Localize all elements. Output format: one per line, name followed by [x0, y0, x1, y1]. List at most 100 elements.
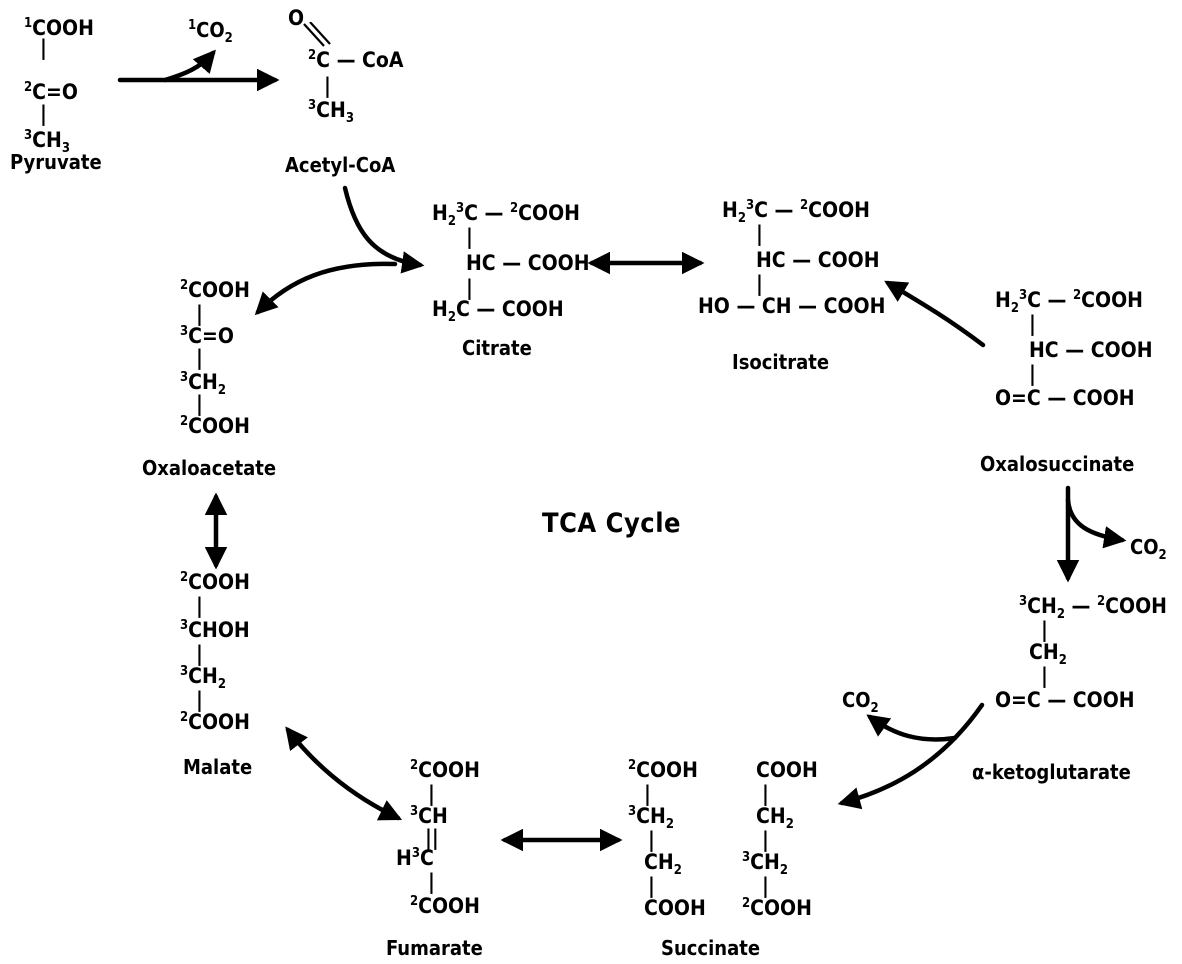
- acetylcoa-label: Acetyl-CoA: [285, 153, 396, 177]
- fumarate-structure-line: H3C: [396, 846, 434, 870]
- oxalosuccinate-label: Oxalosuccinate: [980, 452, 1135, 476]
- oxalosuccinate-structure-line: HC — COOH: [1029, 338, 1153, 362]
- acetylcoa-structure-line: |: [324, 74, 331, 98]
- oxalosuccinate-to-isocitrate-arrow: [884, 280, 986, 348]
- isocitrate-structure-line: |: [756, 272, 763, 296]
- succinate-structure-b-line: 3CH2: [742, 850, 788, 878]
- citrate-structure-line: |: [466, 225, 473, 249]
- fumarate-structure-line: |: [428, 870, 435, 894]
- succinate-structure-b-line: |: [762, 874, 769, 898]
- alpha-ketoglutarate-structure-line: O=C — COOH: [995, 688, 1135, 712]
- citrate-structure: H23C — 2COOH|HC — COOH|H2C — COOH: [432, 201, 590, 325]
- malate-structure-line: 3CH2: [180, 664, 226, 692]
- citrate-structure-line: H2C — COOH: [432, 297, 564, 325]
- malate-fumarate-arrow: [285, 726, 403, 821]
- malate-structure-line: |: [196, 688, 203, 712]
- malate-structure: 2COOH|3CHOH|3CH2|2COOH: [180, 570, 270, 742]
- succinate-structure-b-line: |: [762, 828, 769, 852]
- oxaloacetate-structure-line: 3CH2: [180, 370, 226, 398]
- pyruvate-co2-release-arrow: [162, 49, 216, 83]
- acetylcoa-structure-line: 3CH3: [308, 98, 354, 126]
- malate-structure-line: 3CHOH: [180, 618, 250, 642]
- alpha-ketoglutarate-label: α-ketoglutarate: [972, 760, 1131, 784]
- co2-from-ketoglutarate: CO2: [842, 688, 879, 716]
- alpha-ketoglutarate-structure-line: 3CH2 — 2COOH: [1019, 594, 1167, 622]
- succinate-structure-a-line: |: [648, 828, 655, 852]
- oxaloacetate-structure-line: |: [196, 302, 203, 326]
- acetylcoa-structure-line: O: [288, 6, 305, 30]
- oxaloacetate-structure-line: 3C=O: [180, 324, 234, 348]
- oxalosuccinate-structure-line: O=C — COOH: [995, 386, 1135, 410]
- succinate-structure-a-line: |: [648, 874, 655, 898]
- succinate-structure-b: COOH|CH2|3CH2|2COOH: [742, 760, 832, 930]
- isocitrate-structure-line: H23C — 2COOH: [722, 198, 870, 226]
- alpha-ketoglutarate-structure-line: |: [1041, 664, 1048, 688]
- ketoglutarate-co2-release-arrow: [866, 714, 958, 742]
- fumarate-structure-line: |: [428, 782, 435, 806]
- acetylcoa-carbonyl-bond: [303, 22, 331, 47]
- citrate-structure-line: HC — COOH: [466, 251, 590, 275]
- fumarate-structure-line: ||: [425, 826, 439, 850]
- isocitrate-structure-line: HC — COOH: [756, 248, 880, 272]
- pyruvate-structure-line: |: [40, 36, 47, 60]
- malate-structure-line: |: [196, 642, 203, 666]
- oxalosuccinate-structure-line: H23C — 2COOH: [995, 288, 1143, 316]
- alpha-ketoglutarate-structure-line: CH2: [1029, 640, 1067, 668]
- succinate-structure-a-line: |: [644, 782, 651, 806]
- succinate-structure-a-line: CH2: [644, 850, 682, 878]
- oxalosuccinate-co2-release-arrow: [1065, 497, 1127, 549]
- succinate-structure-a-line: COOH: [644, 896, 706, 920]
- isocitrate-structure-line: |: [756, 222, 763, 246]
- isocitrate-structure: H23C — 2COOH|HC — COOH|HO — CH — COOH: [698, 198, 885, 340]
- alpha-ketoglutarate-structure: 3CH2 — 2COOH|CH2|O=C — COOH: [995, 594, 1175, 726]
- fumarate-structure: 2COOH|3CH||H3C|2COOH: [396, 758, 496, 930]
- acetylcoa-structure-line: 2C — CoA: [308, 48, 404, 72]
- oxaloacetate-structure-line: |: [196, 346, 203, 370]
- oxalosuccinate-structure-line: |: [1029, 362, 1036, 386]
- succinate-structure-a-line: 3CH2: [628, 804, 674, 832]
- oxaloacetate-structure-line: |: [196, 392, 203, 416]
- isocitrate-structure-line: HO — CH — COOH: [698, 294, 886, 318]
- alpha-ketoglutarate-structure-line: |: [1041, 618, 1048, 642]
- oxaloacetate-structure-line: 2COOH: [180, 278, 250, 302]
- citrate-label: Citrate: [462, 336, 532, 360]
- fumarate-structure-line: 2COOH: [410, 758, 480, 782]
- malate-structure-line: 2COOH: [180, 570, 250, 594]
- oxaloacetate-structure-line: 2COOH: [180, 414, 250, 438]
- succinate-structure-b-line: COOH: [756, 758, 818, 782]
- co2-from-pyruvate: 1CO2: [188, 18, 233, 46]
- acetylcoa-to-citrate-arrow: [342, 185, 425, 274]
- succinate-structure-b-line: CH2: [756, 804, 794, 832]
- fumarate-label: Fumarate: [386, 936, 483, 960]
- cycle-title: TCA Cycle: [542, 508, 681, 539]
- citrate-structure-line: |: [466, 276, 473, 300]
- oxalosuccinate-structure-line: |: [1029, 312, 1036, 336]
- citrate-structure-line: H23C — 2COOH: [432, 201, 580, 229]
- pyruvate-label: Pyruvate: [10, 150, 102, 174]
- malate-structure-line: 2COOH: [180, 710, 250, 734]
- pyruvate-structure: 1COOH|2C=O|3CH3: [24, 16, 124, 156]
- ketoglutarate-to-succinate-arrow: [837, 702, 985, 810]
- citrate-oxaloacetate-arrow: [254, 261, 398, 316]
- succinate-structure-b-line: 2COOH: [742, 896, 812, 920]
- oxaloacetate-label: Oxaloacetate: [142, 456, 277, 480]
- isocitrate-label: Isocitrate: [732, 350, 830, 374]
- oxaloacetate-structure: 2COOH|3C=O|3CH2|2COOH: [180, 278, 270, 450]
- malate-structure-line: |: [196, 594, 203, 618]
- oxalosuccinate-structure: H23C — 2COOH|HC — COOH|O=C — COOH: [995, 288, 1153, 440]
- pyruvate-structure-line: 2C=O: [24, 80, 78, 104]
- co2-from-oxalosuccinate: CO2: [1130, 535, 1167, 563]
- fumarate-structure-line: 3CH: [410, 804, 448, 828]
- succinate-structure-b-line: |: [762, 782, 769, 806]
- succinate-structure-a: 2COOH|3CH2|CH2|COOH: [628, 758, 718, 930]
- pyruvate-structure-line: 1COOH: [24, 16, 94, 40]
- succinate-label: Succinate: [661, 936, 761, 960]
- malate-label: Malate: [183, 755, 253, 779]
- pyruvate-structure-line: |: [40, 102, 47, 126]
- pyruvate-structure-line: 3CH3: [24, 128, 70, 156]
- fumarate-structure-line: 2COOH: [410, 894, 480, 918]
- succinate-structure-a-line: 2COOH: [628, 758, 698, 782]
